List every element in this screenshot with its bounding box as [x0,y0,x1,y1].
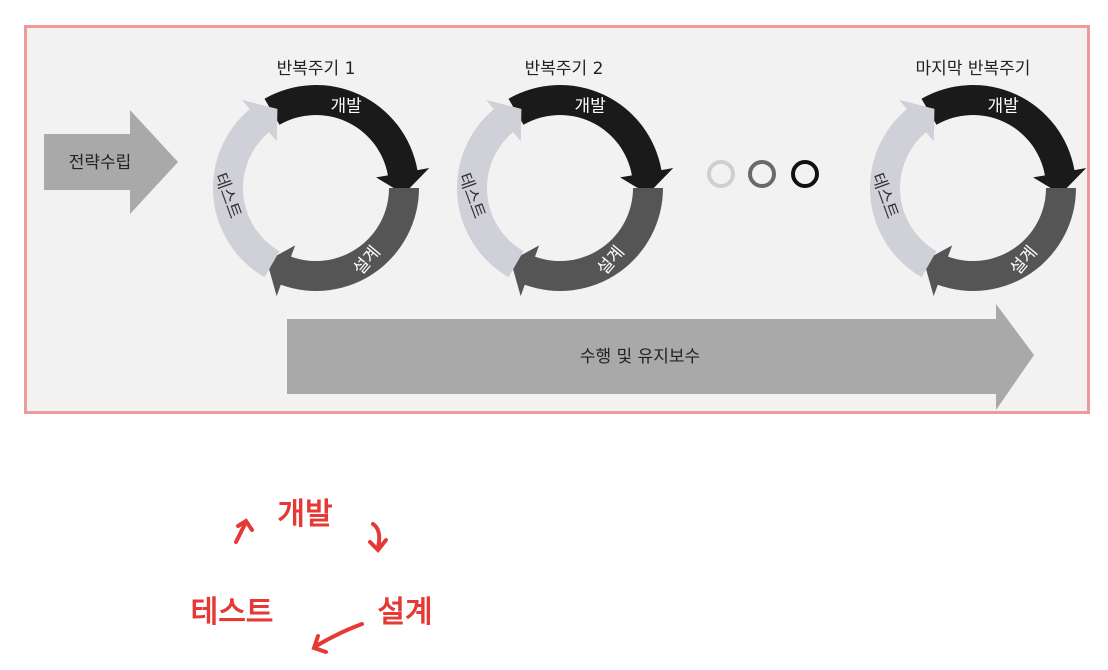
dev-segment [264,84,430,195]
ellipsis-circle-dark [791,160,819,188]
ellipsis-circle-mid [748,160,776,188]
dev-label: 개발 [574,96,606,116]
handwritten-arrow-up [234,518,254,544]
test-segment [456,99,524,278]
test-segment [869,99,937,278]
dev-label: 개발 [987,96,1019,116]
dev-label: 개발 [330,96,362,116]
design-segment [266,188,419,297]
handwritten-dev-label: 개발 [277,497,333,532]
handwritten-arrow-down [368,522,388,553]
maintenance-arrow-label: 수행 및 유지보수 [580,347,700,367]
ellipsis-circle-light [707,160,735,188]
design-segment [510,188,663,297]
dev-segment [921,84,1087,195]
dev-segment [508,85,674,195]
cycle-title: 반복주기 2 [525,59,604,79]
handwritten-design-label: 설계 [377,595,432,630]
handwritten-arrow-left [311,622,364,654]
maintenance-arrow [287,304,1034,410]
cycle-title: 마지막 반복주기 [916,59,1031,79]
strategy-arrow-label: 전략수립 [69,153,132,173]
handwritten-note [234,518,388,654]
test-segment [213,99,280,278]
strategy-arrow [44,110,178,214]
handwritten-test-label: 테스트 [191,595,274,630]
cycle-title: 반복주기 1 [277,59,356,79]
design-segment [923,188,1076,297]
